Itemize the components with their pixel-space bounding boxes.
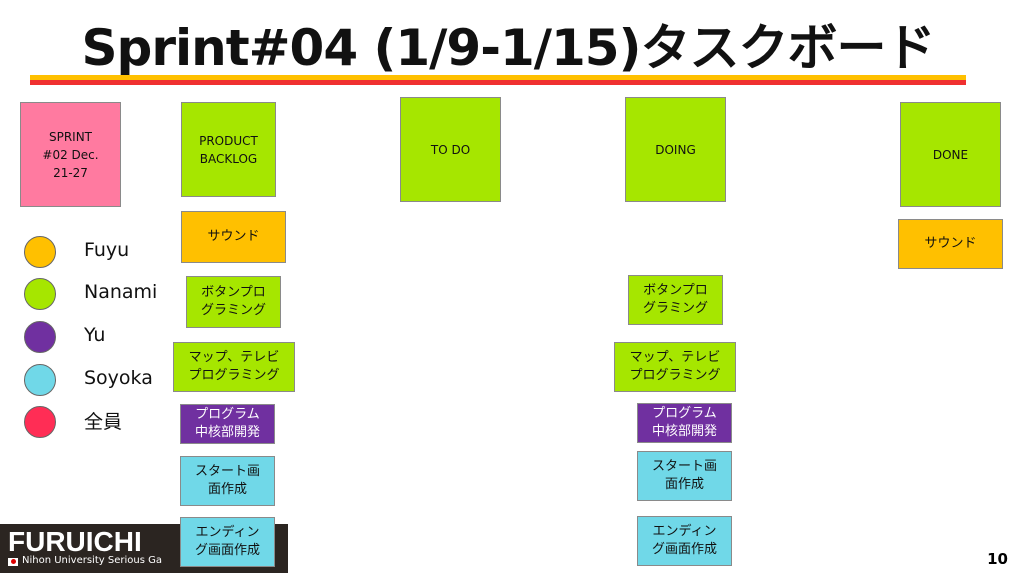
task-card[interactable]: ボタンプロ グラミング xyxy=(628,275,723,325)
task-card[interactable]: サウンド xyxy=(181,211,286,263)
page-title: Sprint#04 (1/9-1/15)タスクボード xyxy=(81,19,936,77)
page-number: 10 xyxy=(987,550,1008,568)
legend-label: Fuyu xyxy=(84,239,130,261)
legend-label: 全員 xyxy=(84,411,123,433)
task-card[interactable]: プログラム 中核部開発 xyxy=(637,403,732,443)
sprint-card: SPRINT #02 Dec. 21-27 xyxy=(20,102,121,207)
japan-flag-icon xyxy=(8,558,18,566)
task-card[interactable]: プログラム 中核部開発 xyxy=(180,404,275,444)
logo-name: FURUICHI xyxy=(8,526,142,557)
legend-label: Yu xyxy=(84,324,106,346)
title-underline-yellow xyxy=(30,75,966,80)
task-card[interactable]: マップ、テレビ プログラミング xyxy=(614,342,736,392)
task-card[interactable]: マップ、テレビ プログラミング xyxy=(173,342,295,392)
legend-label: Nanami xyxy=(84,281,158,303)
title-underline-red xyxy=(30,80,966,85)
legend-dot-fuyu xyxy=(24,236,56,268)
task-card[interactable]: スタート画 面作成 xyxy=(637,451,732,501)
legend-dot-soyoka xyxy=(24,364,56,396)
column-header-done: DONE xyxy=(900,102,1001,207)
legend-dot-nanami xyxy=(24,278,56,310)
task-card[interactable]: サウンド xyxy=(898,219,1003,269)
logo-subtitle: Nihon University Serious Ga xyxy=(22,555,162,566)
column-header-backlog: PRODUCT BACKLOG xyxy=(181,102,276,197)
column-header-doing: DOING xyxy=(625,97,726,202)
task-card[interactable]: エンディン グ画面作成 xyxy=(637,516,732,566)
task-card[interactable]: エンディン グ画面作成 xyxy=(180,517,275,567)
legend-dot-all xyxy=(24,406,56,438)
column-header-todo: TO DO xyxy=(400,97,501,202)
legend-label: Soyoka xyxy=(84,367,153,389)
legend-dot-yu xyxy=(24,321,56,353)
task-card[interactable]: ボタンプロ グラミング xyxy=(186,276,281,328)
task-card[interactable]: スタート画 面作成 xyxy=(180,456,275,506)
